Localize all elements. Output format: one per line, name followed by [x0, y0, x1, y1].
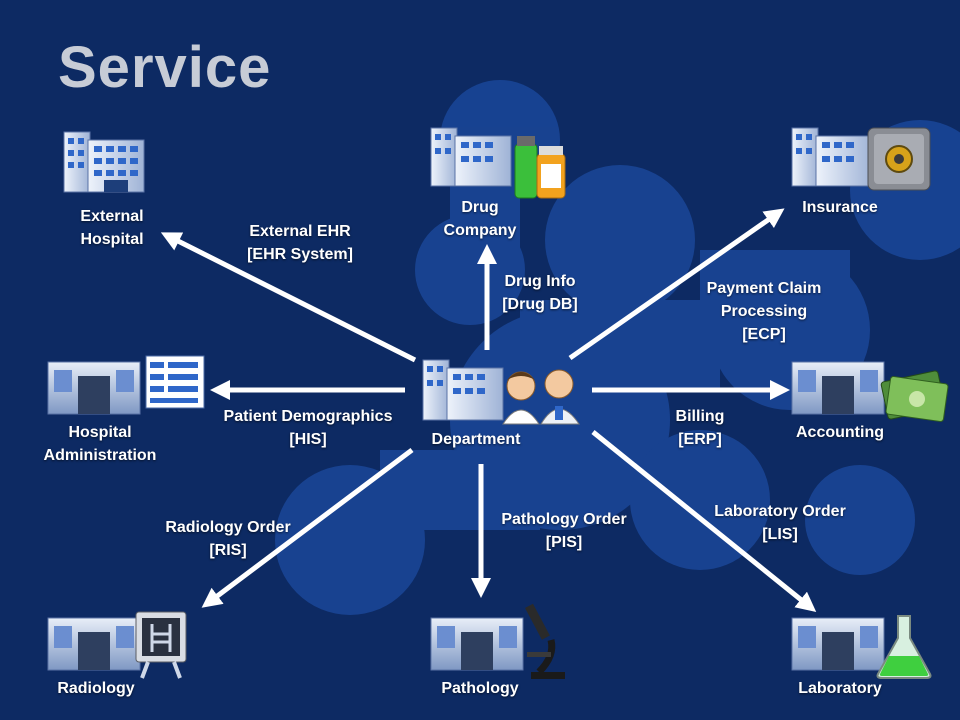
edge-label-line: [RIS]	[209, 542, 247, 559]
node-label: Hospital	[80, 231, 144, 248]
node-label: Pathology	[441, 680, 519, 697]
edge-label-line: External EHR	[249, 223, 351, 240]
node-label: Department	[431, 431, 521, 448]
node-laboratory: Laboratory	[780, 677, 900, 700]
edge-label-line: [PIS]	[545, 534, 583, 551]
office-with-form-icon	[47, 355, 205, 415]
node-label: Drug	[461, 199, 499, 216]
node-pathology: Pathology	[420, 677, 540, 700]
edge-label-drug-info: Drug Info [Drug DB]	[480, 270, 600, 316]
edge-label-line: [ERP]	[678, 431, 722, 448]
edge-label-line: Patient Demographics	[223, 408, 393, 425]
node-hospital-administration: Hospital Administration	[20, 421, 180, 467]
edge-label-payment-claim: Payment Claim Processing [ECP]	[684, 277, 844, 346]
edge-label-line: Drug Info	[504, 273, 576, 290]
edge-label-billing: Billing [ERP]	[640, 405, 760, 451]
office-with-xray-icon	[47, 611, 187, 679]
building-with-safe-icon	[791, 127, 931, 191]
page-title: Service	[58, 35, 272, 100]
edge-label-patient-demographics: Patient Demographics [HIS]	[198, 405, 418, 451]
edge-label-line: [Drug DB]	[502, 296, 578, 313]
node-accounting: Accounting	[780, 421, 900, 444]
edge-label-line: Radiology Order	[165, 519, 291, 536]
node-label: Company	[443, 222, 517, 239]
node-label: Radiology	[57, 680, 135, 697]
node-radiology: Radiology	[36, 677, 156, 700]
arrow-payment-claim	[568, 208, 785, 361]
node-insurance: Insurance	[780, 196, 900, 219]
edge-label-line: [LIS]	[762, 526, 798, 543]
arrows	[160, 208, 817, 613]
office-with-flask-icon	[791, 615, 932, 679]
node-label: Insurance	[802, 199, 878, 216]
node-label: Administration	[43, 447, 157, 464]
edge-label-line: [ECP]	[742, 326, 786, 343]
edge-label-laboratory-order: Laboratory Order [LIS]	[696, 500, 864, 546]
arrow-external-ehr	[160, 232, 417, 363]
edge-label-pathology-order: Pathology Order [PIS]	[484, 508, 644, 554]
edge-label-line: Billing	[675, 408, 725, 425]
edge-label-line: Laboratory Order	[714, 503, 846, 520]
office-with-money-icon	[791, 361, 949, 422]
node-drug-company: Drug Company	[420, 196, 540, 242]
office-with-microscope-icon	[430, 603, 565, 679]
edge-label-line: Pathology Order	[501, 511, 627, 528]
arrow-laboratory-order	[591, 430, 817, 613]
edge-label-radiology-order: Radiology Order [RIS]	[148, 516, 308, 562]
arrow-radiology-order	[201, 448, 414, 608]
node-label: Laboratory	[798, 680, 882, 697]
edge-label-line: Processing	[720, 303, 808, 320]
node-label: Hospital	[68, 424, 132, 441]
edge-label-line: [EHR System]	[247, 246, 353, 263]
edge-label-line: Payment Claim	[706, 280, 822, 297]
node-department: Department	[416, 428, 536, 451]
edge-label-line: [HIS]	[289, 431, 327, 448]
node-label: Accounting	[796, 424, 884, 441]
node-external-hospital: External Hospital	[64, 205, 160, 251]
hospital-building-icon	[63, 131, 145, 193]
node-label: External	[80, 208, 144, 225]
building-with-doctors-icon	[422, 359, 580, 425]
building-with-medicine-icon	[430, 127, 566, 199]
edge-label-external-ehr: External EHR [EHR System]	[220, 220, 380, 266]
